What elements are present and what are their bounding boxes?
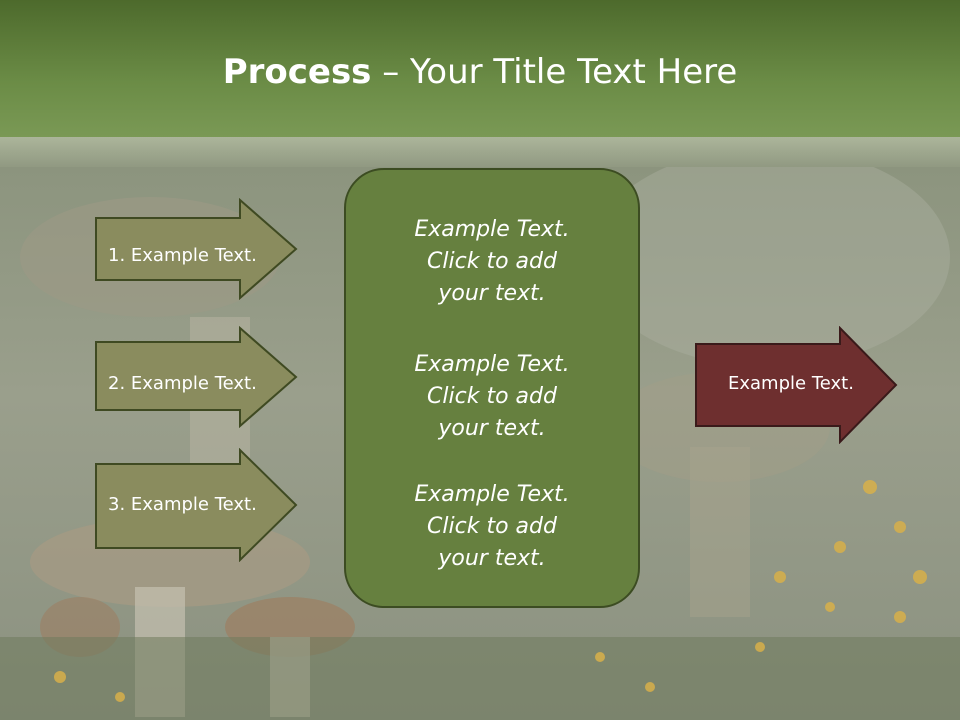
panel-block-1-line-3: your text. — [438, 281, 546, 306]
panel-block-3-line-3: your text. — [438, 546, 546, 571]
step-arrow-2[interactable] — [94, 326, 300, 428]
panel-text-block-1: Example Text. Click to add your text. — [346, 214, 638, 310]
panel-block-1-line-2: Click to add — [427, 249, 557, 274]
panel-block-3-line-2: Click to add — [427, 514, 557, 539]
panel-text-block-3: Example Text. Click to add your text. — [346, 479, 638, 575]
result-label: Example Text. — [728, 373, 854, 394]
slide-title[interactable]: Process – Your Title Text Here — [0, 52, 960, 92]
step-label-1: 1. Example Text. — [108, 245, 257, 266]
title-bold: Process — [222, 52, 372, 92]
panel-text-block-2: Example Text. Click to add your text. — [346, 349, 638, 445]
step-label-2: 2. Example Text. — [108, 373, 257, 394]
panel-block-1-line-1: Example Text. — [414, 217, 570, 242]
content-panel[interactable]: Example Text. Click to add your text. Ex… — [344, 168, 640, 608]
panel-block-3-line-1: Example Text. — [414, 482, 570, 507]
title-band-highlight — [0, 137, 960, 167]
panel-block-2-line-1: Example Text. — [414, 352, 570, 377]
panel-block-2-line-3: your text. — [438, 416, 546, 441]
step-label-3: 3. Example Text. — [108, 494, 257, 515]
step-arrow-1[interactable] — [94, 198, 300, 300]
step-arrow-3[interactable] — [94, 448, 300, 562]
title-bar — [0, 0, 960, 137]
title-rest: – Your Title Text Here — [371, 52, 738, 92]
panel-block-2-line-2: Click to add — [427, 384, 557, 409]
mushroom-forest-illustration — [0, 167, 960, 720]
result-arrow[interactable] — [694, 326, 900, 444]
